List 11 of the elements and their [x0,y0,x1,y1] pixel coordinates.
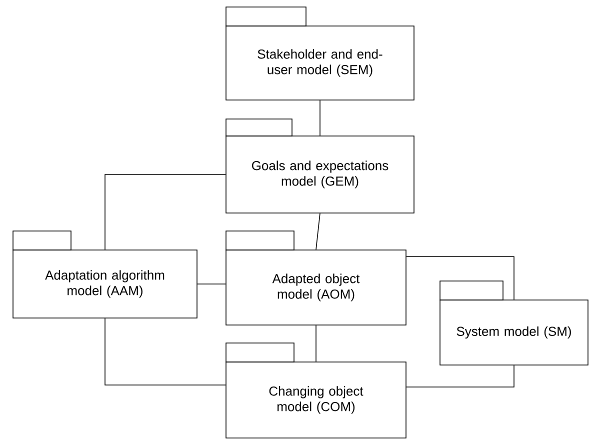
connector-line [406,256,514,300]
connector-line [316,212,320,250]
package-box: System model (SM) [440,280,588,366]
package-box: Goals and expectations model (GEM) [226,118,414,214]
package-box: Stakeholder and end-user model (SEM) [226,6,414,100]
package-box: Adapted object model (AOM) [226,230,406,326]
package-box: Changing object model (COM) [226,342,406,438]
connector-line [104,318,226,386]
connector-line [406,364,514,388]
connector-line [104,174,226,250]
package-box: Adaptation algorithm model (AAM) [12,230,198,318]
